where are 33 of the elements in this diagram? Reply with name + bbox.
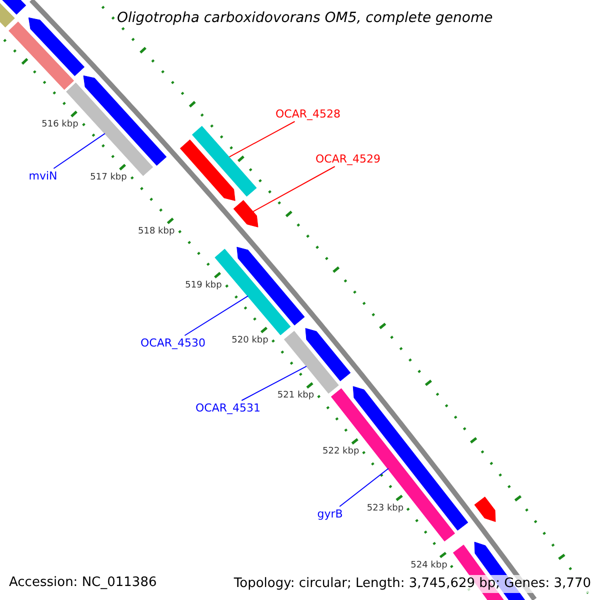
tick-label: 518 kbp <box>138 226 175 238</box>
gene-bar <box>83 75 167 166</box>
leader-line <box>241 366 307 401</box>
tick-label: 517 kbp <box>90 172 127 184</box>
gene-bar <box>192 126 257 197</box>
gene-bar <box>233 200 258 228</box>
gene-label: OCAR_4530 <box>140 336 206 350</box>
gene-bar <box>0 3 15 28</box>
leader-line <box>228 121 296 158</box>
tick-label: 516 kbp <box>42 119 78 130</box>
gene-label: gyrB <box>317 508 343 520</box>
leader-line <box>252 166 336 212</box>
gene-bar <box>2 0 26 15</box>
gene-label: OCAR_4531 <box>196 402 260 414</box>
gene-label: mviN <box>28 170 58 182</box>
gene-bar <box>28 17 85 76</box>
leader-line <box>184 296 248 336</box>
gene-bar <box>180 139 236 201</box>
gene-bar <box>305 328 351 382</box>
tick-label: 520 kbp <box>232 336 268 346</box>
gene-bar <box>236 246 305 326</box>
gene-bar <box>474 496 496 522</box>
gene-label: OCAR_4528 <box>276 108 340 120</box>
tick-label: 523 kbp <box>366 503 404 514</box>
map-title: Oligotropha carboxidovorans OM5, complete genome <box>117 9 493 27</box>
leader-line <box>53 133 106 169</box>
tick-label: 524 kbp <box>410 560 448 572</box>
gene-bar <box>8 22 74 90</box>
tick-label: 519 kbp <box>185 280 222 292</box>
gene-label: OCAR_4529 <box>316 152 380 166</box>
accession-text: Accession: NC_011386 <box>9 575 157 591</box>
tick-label: 521 kbp <box>277 390 314 402</box>
tick-label: 522 kbp <box>322 446 360 458</box>
